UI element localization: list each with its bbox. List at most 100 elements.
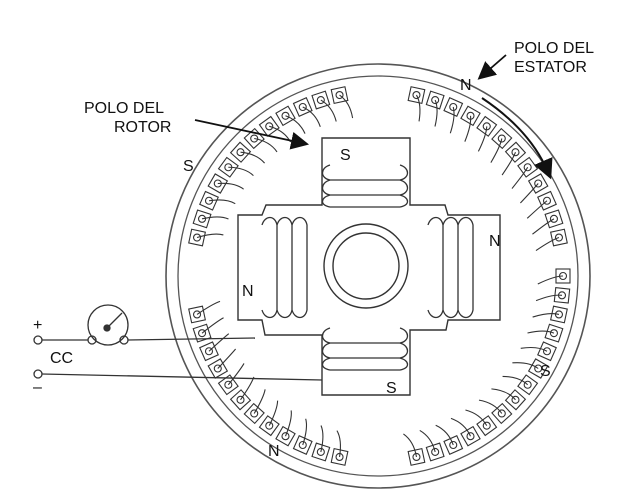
winding-lead bbox=[465, 409, 488, 426]
winding-lead bbox=[419, 429, 436, 453]
winding-tab-hole bbox=[236, 395, 245, 404]
winding-tab bbox=[292, 97, 313, 117]
winding-lead bbox=[227, 363, 245, 386]
winding-lead bbox=[320, 425, 324, 453]
winding-lead bbox=[491, 388, 516, 401]
winding-tab bbox=[199, 341, 219, 362]
rotor-pole-label-line2: ROTOR bbox=[114, 119, 171, 136]
winding-tab bbox=[544, 209, 564, 229]
winding-tab-hole bbox=[281, 432, 290, 441]
winding-tab bbox=[258, 115, 280, 137]
winding-tab-hole bbox=[466, 432, 475, 441]
winding-tab-hole bbox=[549, 214, 558, 223]
winding-tab-hole bbox=[431, 96, 440, 105]
winding-tab bbox=[407, 86, 426, 104]
stator-pole-label-line2: ESTATOR bbox=[514, 59, 587, 76]
rotor-pole-leader bbox=[194, 119, 310, 150]
winding-lead bbox=[403, 433, 418, 458]
rotor-pole-top: S bbox=[340, 147, 351, 164]
winding-tab-hole bbox=[534, 364, 543, 373]
winding-tab-hole bbox=[554, 233, 564, 242]
winding-tab bbox=[188, 305, 206, 324]
winding-lead bbox=[478, 399, 503, 414]
stator-pole-label-line1: POLO DEL bbox=[514, 40, 594, 57]
winding-lead bbox=[253, 389, 266, 414]
winding-tab-hole bbox=[265, 421, 274, 430]
winding-tab bbox=[217, 156, 239, 178]
winding-tab bbox=[550, 228, 568, 247]
winding-tab-hole bbox=[250, 134, 259, 143]
winding-tab bbox=[555, 268, 571, 284]
winding-tab-hole bbox=[511, 395, 520, 404]
winding-lead bbox=[434, 99, 438, 127]
winding-tab bbox=[330, 86, 349, 104]
rotor-pole-bottom: S bbox=[386, 380, 397, 397]
winding-tab-hole bbox=[213, 364, 222, 373]
winding-lead bbox=[490, 138, 503, 163]
winding-lead bbox=[511, 166, 529, 189]
winding-tab bbox=[460, 105, 481, 127]
winding-lead bbox=[526, 200, 548, 219]
rotor-shaft bbox=[332, 232, 400, 300]
winding-tab-hole bbox=[298, 440, 307, 450]
winding-tab bbox=[517, 156, 539, 178]
rotation-arrow bbox=[481, 97, 553, 180]
winding-tab-hole bbox=[449, 102, 458, 112]
winding-lead bbox=[254, 137, 278, 153]
winding-tab bbox=[330, 448, 349, 466]
winding-lead bbox=[537, 275, 564, 285]
winding-tab-hole bbox=[298, 102, 307, 112]
winding-lead bbox=[501, 152, 516, 176]
dc-label: CC bbox=[50, 350, 73, 367]
winding-lead bbox=[535, 237, 560, 252]
winding-lead bbox=[320, 99, 337, 122]
winding-lead bbox=[519, 183, 539, 204]
stator-pole-leader bbox=[477, 54, 507, 80]
winding-tab-hole bbox=[265, 122, 274, 131]
winding-tab-hole bbox=[497, 134, 506, 143]
winding-lead bbox=[336, 430, 341, 458]
winding-tab-hole bbox=[523, 163, 532, 172]
winding-tab bbox=[504, 141, 527, 163]
winding-tab-hole bbox=[542, 196, 552, 205]
minus-terminal bbox=[33, 369, 43, 379]
winding-tab-hole bbox=[449, 440, 458, 450]
winding-lead bbox=[449, 106, 455, 134]
winding-lead bbox=[201, 216, 229, 220]
winding-tab-hole bbox=[497, 409, 506, 418]
winding-tab-hole bbox=[316, 96, 325, 105]
winding-lead bbox=[512, 362, 539, 369]
winding-tab-hole bbox=[431, 447, 440, 456]
winding-lead bbox=[196, 300, 221, 315]
winding-tab-hole bbox=[412, 452, 421, 462]
winding-tab bbox=[537, 190, 557, 211]
winding-tab bbox=[229, 389, 252, 411]
winding-lead bbox=[285, 115, 306, 134]
winding-lead bbox=[208, 333, 230, 352]
winding-lead bbox=[240, 151, 266, 164]
winding-tab bbox=[425, 90, 445, 110]
winding-lead bbox=[415, 94, 421, 122]
stator-pole-left-upper: S bbox=[183, 158, 194, 175]
winding-tab bbox=[217, 374, 239, 396]
winding-lead bbox=[464, 115, 472, 142]
winding-lead bbox=[196, 233, 224, 239]
winding-lead bbox=[532, 218, 555, 235]
winding-tab-hole bbox=[316, 447, 325, 456]
winding-tab bbox=[207, 358, 229, 379]
plus-sign: + bbox=[33, 317, 42, 334]
winding-lead bbox=[339, 94, 354, 119]
winding-tab bbox=[311, 90, 331, 110]
plus-terminal bbox=[33, 335, 43, 345]
stator-windings bbox=[188, 86, 571, 466]
winding-tab bbox=[192, 323, 212, 343]
winding-lead bbox=[302, 106, 321, 127]
winding-tab-hole bbox=[523, 380, 532, 389]
winding-tab-hole bbox=[482, 421, 491, 430]
winding-tab-hole bbox=[549, 329, 558, 338]
rotor-pole-label-line1: POLO DEL bbox=[84, 100, 164, 117]
winding-tab bbox=[258, 415, 280, 437]
winding-tab bbox=[275, 425, 296, 447]
winding-lead bbox=[520, 346, 548, 352]
